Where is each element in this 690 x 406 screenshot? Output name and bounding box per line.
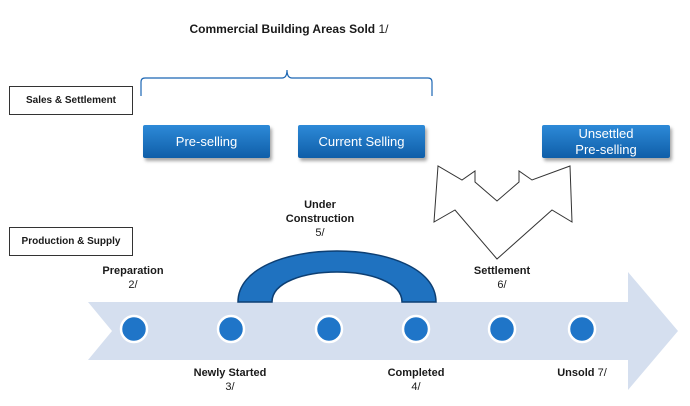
sales-bracket: [140, 69, 433, 96]
construction-arch: [237, 250, 437, 303]
timeline-dots: [119, 314, 597, 344]
pre-selling-label: Pre-selling: [175, 133, 238, 149]
stage-completed: Completed 4/: [372, 367, 460, 395]
timeline-arrow: [88, 272, 678, 390]
unsettled-pre-selling-box: Unsettled Pre-selling: [542, 125, 670, 158]
current-selling-label: Current Selling: [318, 133, 405, 149]
section-sales-label: Sales & Settlement: [25, 95, 117, 106]
section-production-supply: Production & Supply: [9, 227, 133, 256]
title-text: Commercial Building Areas Sold: [189, 22, 376, 36]
unsold-note: 7/: [597, 367, 607, 379]
stage-unsold: Unsold 7/: [548, 367, 616, 381]
newly-started-note: 3/: [225, 380, 235, 393]
stage-under-construction: Under Construction 5/: [270, 199, 370, 240]
dot-under-construction: [314, 314, 344, 344]
unsettled-line1: Unsettled: [578, 125, 634, 141]
completed-note: 4/: [411, 380, 421, 393]
stage-newly-started: Newly Started 3/: [180, 367, 280, 395]
newly-started-label: Newly Started: [193, 367, 267, 379]
settlement-note: 6/: [497, 278, 507, 291]
diagram-title: Commercial Building Areas Sold 1/: [0, 22, 578, 36]
completed-label: Completed: [387, 367, 445, 379]
unsettled-line2: Pre-selling: [575, 141, 637, 157]
dot-unsold: [567, 314, 597, 344]
dot-preparation: [119, 314, 149, 344]
under-construction-line2: Construction: [285, 212, 355, 225]
preparation-note: 2/: [128, 278, 138, 291]
preparation-label: Preparation: [102, 265, 164, 277]
title-note: 1/: [378, 22, 389, 36]
section-sales-settlement: Sales & Settlement: [9, 86, 133, 115]
settlement-double-arrow-outline: [433, 165, 573, 260]
under-construction-line1: Under: [304, 199, 336, 211]
dot-settlement: [487, 314, 517, 344]
pre-selling-box: Pre-selling: [143, 125, 270, 158]
dot-completed: [401, 314, 431, 344]
current-selling-box: Current Selling: [298, 125, 425, 158]
dot-newly-started: [216, 314, 246, 344]
under-construction-note: 5/: [315, 226, 325, 239]
unsold-label: Unsold: [557, 367, 595, 379]
section-production-label: Production & Supply: [21, 236, 121, 247]
settlement-label: Settlement: [473, 265, 531, 277]
stage-preparation: Preparation 2/: [92, 265, 174, 293]
stage-settlement: Settlement 6/: [460, 265, 544, 293]
